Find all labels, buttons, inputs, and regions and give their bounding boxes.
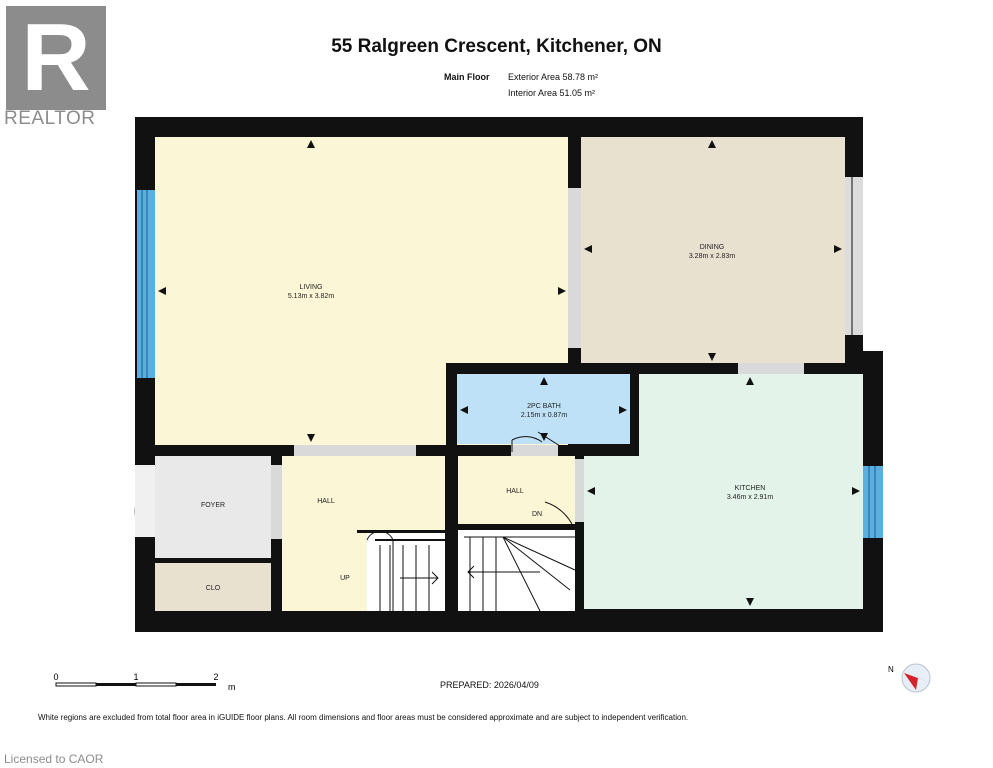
hall-2-name: HALL (506, 488, 524, 495)
realtor-logo-r-icon: R (21, 4, 91, 111)
page-title: 55 Ralgreen Crescent, Kitchener, ON (331, 36, 662, 57)
doorways (271, 188, 804, 539)
prepared-date: PREPARED: 2026/04/09 (440, 680, 539, 690)
scale-tick-0: 0 (53, 672, 58, 682)
living-name: LIVING (300, 284, 323, 291)
disclaimer: White regions are excluded from total fl… (38, 713, 689, 722)
foyer-name: FOYER (201, 502, 225, 509)
floor-name: Main Floor (444, 72, 490, 82)
room-kitchen (639, 374, 863, 609)
kitchen-size: 3.46m x 2.91m (727, 494, 773, 501)
exterior-door (135, 465, 155, 537)
stair-down-label: DN (532, 511, 542, 518)
stair-down-area (458, 530, 575, 611)
realtor-logo-text: REALTOR (4, 108, 96, 129)
realtor-logo (6, 6, 106, 110)
hall-1-name: HALL (317, 498, 335, 505)
room-bath (457, 374, 630, 444)
dining-size: 3.28m x 2.83m (689, 253, 735, 260)
license-text: Licensed to CAOR (4, 752, 104, 766)
exterior-area: Exterior Area 58.78 m² (508, 72, 599, 82)
room-foyer (155, 456, 271, 558)
room-kitchen-ext (584, 456, 644, 609)
scale-tick-2: 2 (213, 672, 218, 682)
room-dining (581, 137, 845, 363)
living-size: 5.13m x 3.82m (288, 293, 334, 300)
stair-up-area (367, 533, 445, 611)
room-clo (155, 563, 271, 611)
interior-area: Interior Area 51.05 m² (508, 88, 596, 98)
bath-name: 2PC BATH (527, 403, 561, 410)
kitchen-name: KITCHEN (735, 485, 766, 492)
clo-name: CLO (206, 585, 221, 592)
compass-icon: N (888, 663, 931, 693)
scale-unit: m (228, 682, 236, 692)
windows (137, 177, 883, 538)
stairs-down (464, 501, 576, 612)
scale-tick-1: 1 (133, 672, 138, 682)
stair-up-label: UP (340, 575, 350, 582)
scale-bar: 0 1 2 m (53, 672, 236, 692)
bath-size: 2.15m x 0.87m (521, 412, 567, 419)
room-hall-2 (458, 456, 575, 524)
dimension-arrows (158, 140, 860, 606)
compass-north-label: N (888, 665, 894, 674)
dining-name: DINING (700, 244, 725, 251)
